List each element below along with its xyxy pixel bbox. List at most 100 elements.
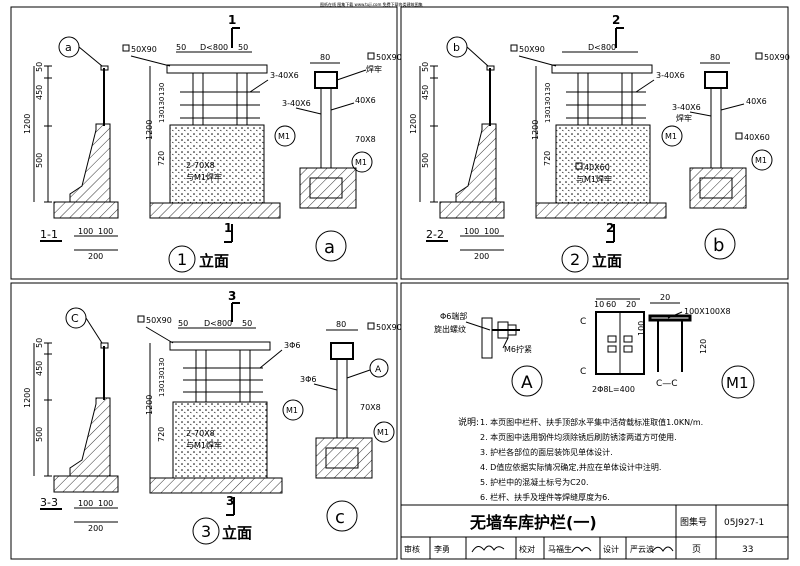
elevation-2: 2 1200 720 130 130 130 D<800 50X90 3-40X…	[510, 13, 685, 273]
tb-atlas-label: 图集号	[680, 516, 707, 528]
title-block: 无墙车库护栏(一) 图集号 05J927-1 页 33 审核 李勇 校对 马福生…	[400, 504, 789, 560]
p1-label-plate: 2-70X8	[186, 161, 215, 170]
note-3: 3. 护栏各部位的面层装饰见单体设计.	[480, 447, 613, 457]
p2-label-post: 40X60	[584, 163, 610, 172]
p2-sec-m1: M1	[755, 156, 767, 165]
p1-sec-w2: 40X6	[355, 96, 376, 105]
p3-dim-50: 50	[35, 338, 44, 348]
tb-page-label: 页	[692, 544, 701, 555]
p3-elev-num-circle	[192, 517, 220, 545]
p1-e-130a: 130	[158, 83, 166, 96]
p2-sec-weld: 焊牢	[676, 113, 692, 123]
p1-sec-m1: M1	[355, 158, 367, 167]
p2-e-1200: 1200	[531, 120, 540, 140]
p3-sec-bar: 3Φ6	[300, 375, 316, 384]
panel-3-frame	[10, 282, 398, 560]
p1-dim-50: 50	[35, 62, 44, 72]
p1-detail-mark-text: a	[65, 41, 72, 54]
header-line: 图纸在线 图集下载 www.tuji.com 免费下载各类建筑图集	[320, 1, 423, 7]
elevation-1: 1 1200 720 130 130 130 50 D<800 50 50X90…	[122, 13, 299, 273]
m1-d60: 60	[606, 300, 616, 309]
p1-sec-weld: 焊牢	[366, 64, 382, 74]
panel-2: 50 450 1200 500 b 100 100 200 2-2 2	[409, 13, 790, 273]
m1-section: C—C	[656, 379, 678, 389]
callout-c-text: c	[335, 507, 345, 528]
p2-sec-w2: 40X6	[746, 97, 767, 106]
section-2-2: 50 450 1200 500 b 100 100 200 2-2	[409, 36, 505, 261]
p3-sec-pipe: 50X90	[376, 323, 402, 332]
p1-top-50b: 50	[238, 43, 248, 52]
signature-reviewer	[471, 545, 505, 553]
p3-e-1200: 1200	[145, 395, 154, 415]
notes-lead: 说明:	[458, 416, 479, 428]
p1-bot-100a: 100	[78, 227, 93, 236]
p1-label-top: 3-40X6	[270, 71, 299, 80]
callout-b	[704, 228, 736, 260]
p2-bot-100a: 100	[464, 227, 479, 236]
p1-pipe-top: 50X90	[131, 45, 157, 54]
panel-2-frame	[400, 6, 789, 280]
p1-e-1200: 1200	[145, 120, 154, 140]
p3-e-130a: 130	[158, 358, 166, 371]
callout-a	[315, 230, 347, 262]
p1-top-50a: 50	[176, 43, 186, 52]
section-a: 80 50X90 焊牢 3-40X6 40X6 70X8 M1 a	[282, 52, 402, 262]
p1-elev-text: 立面	[199, 252, 229, 270]
p2-sec-post: 40X60	[744, 133, 770, 142]
detailM1-label: M1	[726, 374, 749, 392]
p1-bot-200: 200	[88, 252, 103, 261]
tb-designer: 严云波	[630, 544, 654, 554]
p1-e-720: 720	[157, 151, 166, 166]
p2-section-label: 2-2	[426, 228, 444, 241]
detail-a: Φ6端部 旋出螺纹 M6拧紧 A	[434, 311, 543, 397]
tb-checker: 马福生	[548, 544, 572, 554]
p2-label-weld: 与M1焊牢	[576, 174, 612, 184]
p3-section-label: 3-3	[40, 496, 58, 509]
p2-m1: M1	[665, 132, 677, 141]
note-6: 6. 栏杆、扶手及埋件等焊缝厚度为6.	[480, 492, 610, 502]
p2-top-d: D<800	[588, 43, 616, 52]
p3-e-130c: 130	[158, 384, 166, 397]
p1-dim-450: 450	[35, 85, 44, 100]
p2-e-130a: 130	[544, 83, 552, 96]
panel-1-frame	[10, 6, 398, 280]
p3-bot-100b: 100	[98, 499, 113, 508]
p3-bot-100a: 100	[78, 499, 93, 508]
p2-e-130c: 130	[544, 110, 552, 123]
p2-elev-num: 2	[570, 250, 580, 269]
p2-label-top: 3-40X6	[656, 71, 685, 80]
p1-elev-num-circle	[168, 245, 196, 273]
p3-label-plate: 2-70X8	[186, 429, 215, 438]
p2-dim-500: 500	[421, 153, 430, 168]
p1-top-d: D<800	[200, 43, 228, 52]
p3-sec-plate: 70X8	[360, 403, 381, 412]
m1-cc-top: C	[580, 317, 586, 327]
p2-dim-1200: 1200	[409, 114, 418, 134]
section-3-3: 50 450 1200 500 C 100 100 200 3-3	[23, 307, 119, 533]
p3-elev-text: 立面	[222, 524, 252, 542]
p3-bot-200: 200	[88, 524, 103, 533]
panel-3: 50 450 1200 500 C 100 100 200 3-3 3	[23, 289, 402, 545]
section-b: 80 50X90 3-40X6 焊牢 40X6 40X60 M1 b	[672, 52, 790, 260]
m1-anchor: 2Φ8L=400	[592, 385, 635, 394]
p3-view-bot: 3	[226, 494, 234, 508]
section-1-1: 50 450 1200 500 a 100 100 200 1-1	[23, 36, 119, 261]
tb-reviewer: 李勇	[434, 544, 450, 554]
m1-d20: 20	[626, 300, 636, 309]
panel-4: Φ6端部 旋出螺纹 M6拧紧 A 10 60 20 C C 2Φ8L=400	[400, 293, 789, 560]
tb-title: 无墙车库护栏(一)	[469, 513, 597, 532]
p2-view-top: 2	[612, 13, 620, 27]
note-4: 4. D值应依据实际情况确定,并应在单体设计中注明.	[480, 462, 661, 472]
p3-dim-1200: 1200	[23, 388, 32, 408]
note-1: 1. 本页图中栏杆、扶手顶部水平集中活荷载标准取值1.0KN/m.	[480, 417, 703, 427]
notes: 说明: 1. 本页图中栏杆、扶手顶部水平集中活荷载标准取值1.0KN/m. 2.…	[458, 416, 703, 502]
callout-a-text: a	[324, 237, 335, 258]
p2-sec-pipe: 50X90	[764, 53, 790, 62]
signature-designer	[651, 546, 674, 553]
p2-dim-450: 450	[421, 85, 430, 100]
tb-page-no: 33	[742, 545, 753, 555]
m1-d10: 10	[594, 300, 604, 309]
signature-checker	[571, 546, 592, 553]
p1-sec-plate: 70X8	[355, 135, 376, 144]
m1-cc-bot: C	[580, 367, 586, 377]
